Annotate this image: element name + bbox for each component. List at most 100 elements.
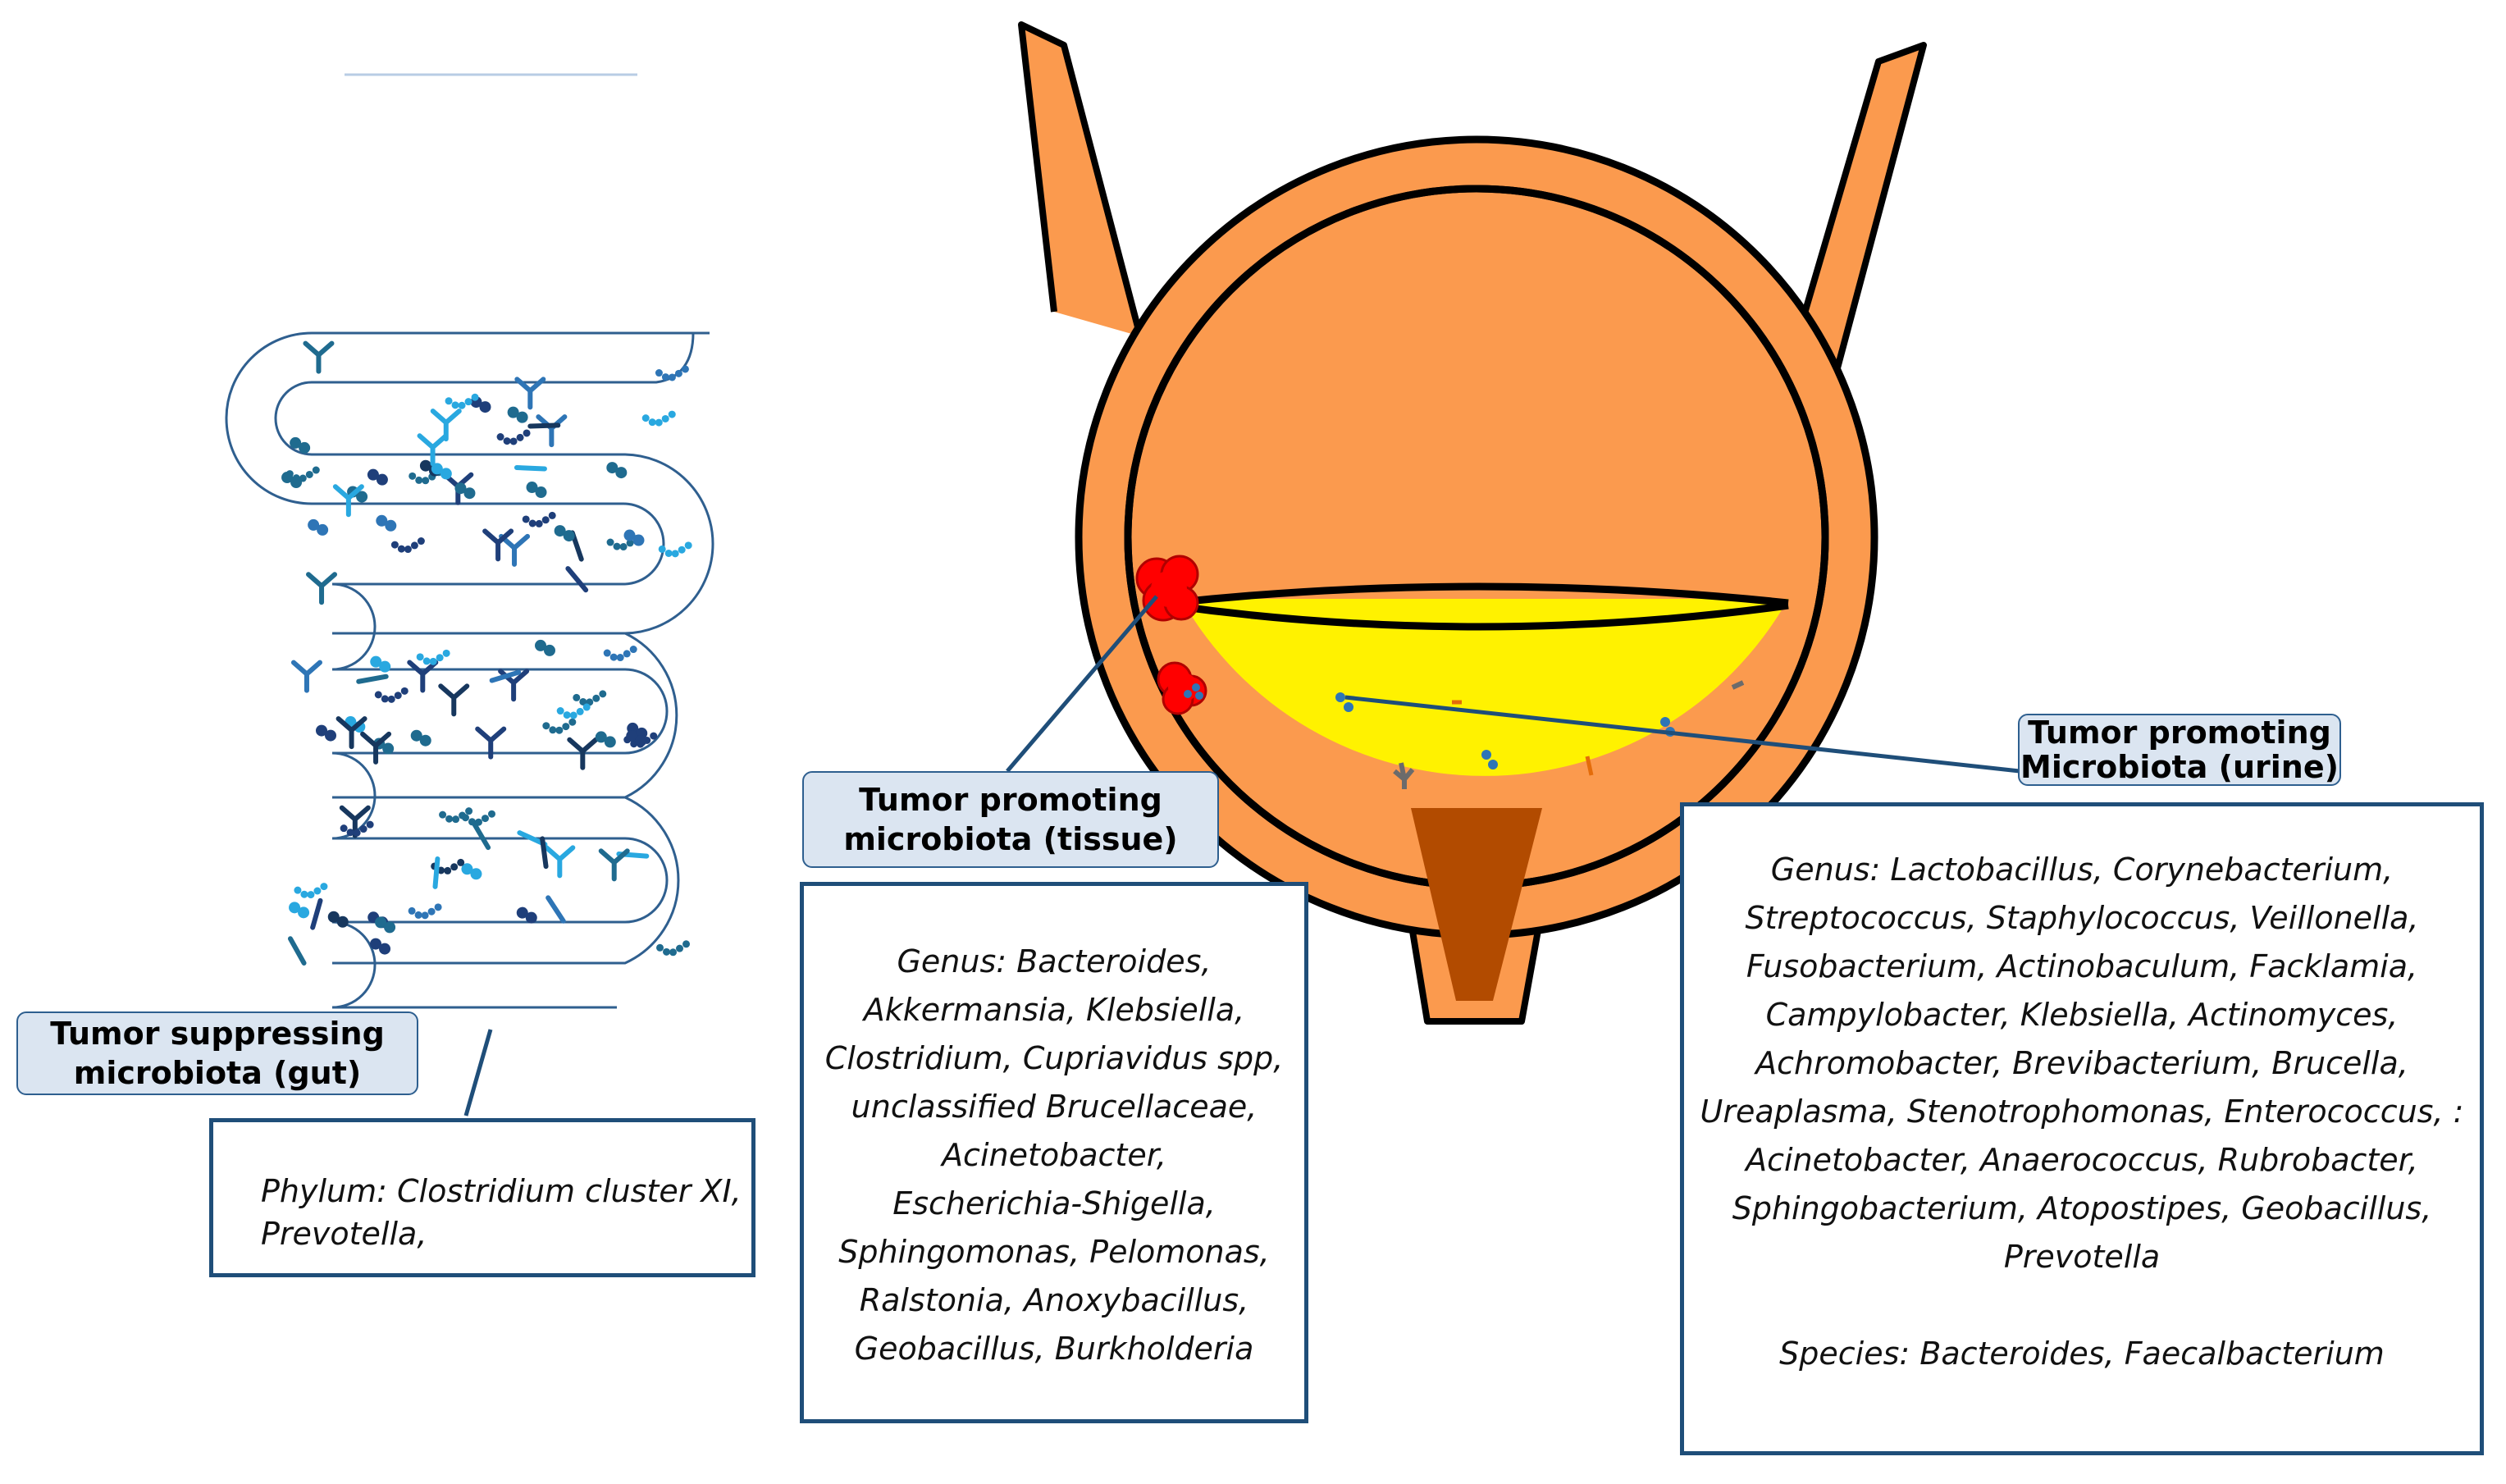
urine-box-line: Prevotella — [2003, 1239, 2161, 1275]
intestine-outer-wall — [225, 331, 710, 1009]
bacterium — [567, 737, 599, 770]
bacterium — [499, 533, 531, 567]
urine-bacteria — [1335, 680, 1745, 789]
bacterium — [375, 916, 396, 934]
bacterium — [544, 845, 576, 879]
bacterium — [432, 856, 440, 889]
bacterium — [554, 525, 575, 542]
urine-box-species: Species: Bacteroides, Faecalbacterium — [1779, 1336, 2385, 1372]
intestine — [225, 331, 714, 1009]
bacterium — [308, 518, 329, 536]
tissue-box-line: unclassified Brucellaceae, — [851, 1089, 1258, 1125]
bacterium — [461, 810, 495, 826]
bacterium — [445, 393, 479, 409]
bacterium — [626, 730, 647, 747]
bacterium — [417, 433, 449, 467]
bacterium — [367, 468, 388, 486]
gut-bacteria — [281, 340, 692, 966]
tissue-box-line: Geobacillus, Burkholderia — [854, 1331, 1254, 1367]
urine-box-line: Campylobacter, Klebsiella, Actinomyces, — [1765, 997, 2399, 1033]
tissue-box-line: Sphingomonas, Pelomonas, — [838, 1234, 1270, 1270]
bacterium — [287, 936, 307, 966]
tissue-box-line: Acinetobacter, — [942, 1137, 1166, 1173]
bacterium — [527, 422, 561, 429]
bacterium — [603, 646, 637, 662]
urine-label-line2: Microbiota (urine) — [2020, 749, 2339, 785]
bacterium — [374, 687, 409, 703]
bacterium — [598, 848, 630, 882]
bacterium — [360, 731, 392, 765]
bacterium — [370, 655, 391, 673]
bacterium — [522, 511, 556, 527]
bacterium — [540, 836, 549, 870]
bacterium — [595, 731, 616, 748]
urine-connector — [1344, 695, 2020, 774]
gut-connector — [463, 1029, 493, 1116]
bladder — [1018, 21, 1927, 1025]
bacterium — [542, 718, 577, 734]
urine-box-line: Achromobacter, Brevibacterium, Brucella, — [1755, 1045, 2408, 1081]
gut-label-line1: Tumor suppressing — [50, 1016, 385, 1052]
gut-label: Tumor suppressing microbiota (gut) — [16, 1011, 418, 1095]
bacterium — [408, 903, 442, 920]
bacterium — [507, 406, 528, 423]
bacterium — [370, 938, 391, 955]
gut-label-line2: microbiota (gut) — [73, 1055, 362, 1091]
bacterium — [482, 528, 514, 562]
bacterium — [294, 883, 328, 899]
bacterium — [416, 649, 450, 665]
bacterium — [656, 940, 691, 957]
bacterium — [438, 683, 470, 717]
bacterium — [407, 660, 439, 693]
bacterium — [475, 726, 507, 760]
tissue-label-line1: Tumor promoting — [859, 782, 1162, 818]
bacterium — [390, 537, 425, 554]
bacterium — [376, 514, 397, 532]
urine-box-line: Streptococcus, Staphylococcus, Veillonel… — [1745, 900, 2419, 936]
bacterium — [545, 895, 566, 924]
bacterium — [461, 863, 482, 880]
urine-surface-bottom — [1171, 601, 1789, 631]
bacterium — [336, 716, 367, 750]
tissue-connector — [1006, 595, 1158, 773]
bacterium — [340, 820, 374, 837]
bacterium — [489, 669, 522, 683]
tissue-microbiota-box: Genus: Bacteroides, Akkermansia, Klebsie… — [800, 882, 1308, 1423]
bacterium — [315, 724, 336, 742]
urine-box-line: Sphingobacterium, Atopostipes, Geobacill… — [1732, 1190, 2432, 1226]
urine-surface-top — [1171, 582, 1789, 607]
urethra-lumen — [1411, 808, 1542, 1001]
bacterium — [332, 484, 364, 518]
bacterium — [306, 572, 338, 605]
gut-box-line: Phylum: Clostridium cluster XI, — [261, 1173, 742, 1209]
bacterium — [573, 690, 607, 706]
bacterium — [655, 365, 689, 381]
bacterium — [471, 820, 491, 851]
bacterium — [516, 906, 537, 924]
bacterium — [623, 529, 645, 546]
gut-microbiota-box: Phylum: Clostridium cluster XI, Prevotel… — [209, 1118, 755, 1277]
left-ureter — [1018, 21, 1143, 338]
urine-label-line1: Tumor promoting — [2028, 715, 2331, 751]
tissue-box-line: Akkermansia, Klebsiella, — [863, 992, 1245, 1028]
bacterium — [431, 463, 452, 480]
bacterium — [556, 703, 591, 719]
bacterium — [534, 639, 555, 656]
bacterium — [410, 729, 431, 747]
bacterium — [409, 468, 443, 485]
bacterium — [536, 414, 568, 448]
bacterium — [356, 674, 389, 684]
urine — [1181, 599, 1788, 776]
urine-label: Tumor promoting Microbiota (urine) — [2018, 714, 2341, 786]
gut-box-line: Prevotella, — [261, 1216, 427, 1252]
bacterium — [290, 436, 311, 454]
urine-microbiota-box: Genus: Lactobacillus, Corynebacterium, S… — [1680, 802, 2484, 1455]
tumor-upper — [1135, 555, 1199, 622]
tissue-box-line: Clostridium, Cupriavidus spp, — [824, 1040, 1284, 1076]
bacterium — [310, 897, 323, 930]
bacterium — [606, 462, 628, 479]
bacterium — [565, 566, 589, 593]
urine-box-line: Genus: Lactobacillus, Corynebacterium, — [1770, 852, 2394, 888]
bacterium — [641, 410, 676, 427]
